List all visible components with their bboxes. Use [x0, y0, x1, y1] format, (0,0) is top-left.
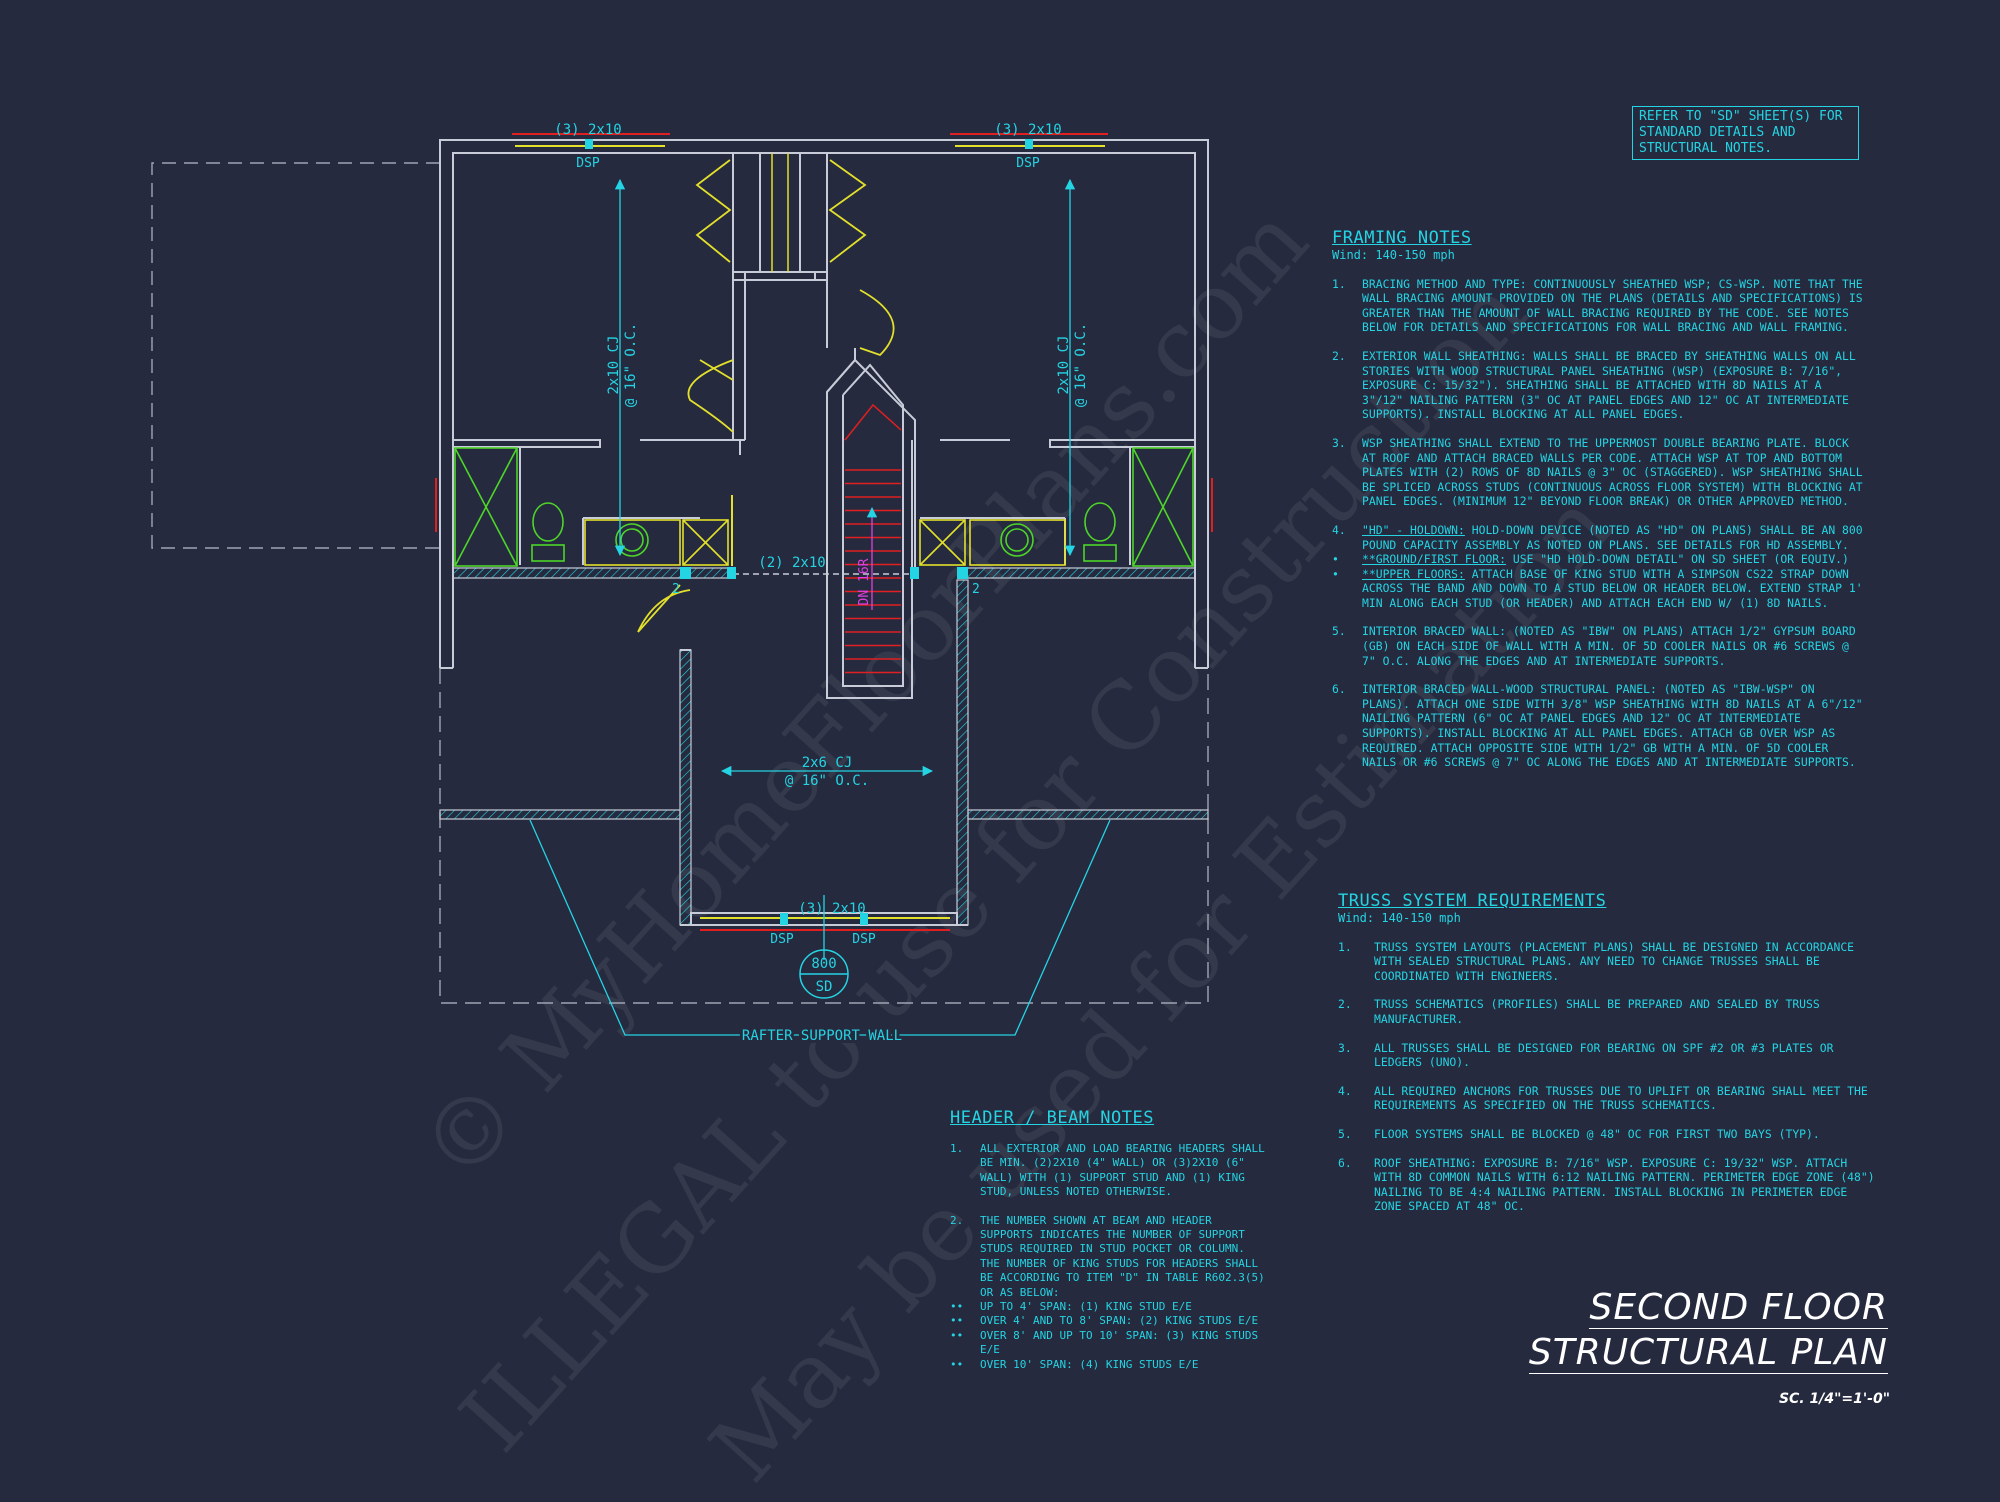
truss-notes-wind: Wind: 140-150 mph	[1338, 911, 1461, 925]
header-note-2: 2.THE NUMBER SHOWN AT BEAM AND HEADER SU…	[950, 1213, 1265, 1299]
truss-notes-title: TRUSS SYSTEM REQUIREMENTS	[1338, 891, 1607, 911]
stair-direction-label: DN 16R	[857, 558, 872, 605]
truss-notes: TRUSS SYSTEM REQUIREMENTS Wind: 140-150 …	[1338, 891, 1878, 1228]
floor-beam-band	[439, 567, 1209, 820]
framing-note-3: 3.WSP SHEATHING SHALL EXTEND TO THE UPPE…	[1332, 435, 1863, 509]
truss-note-6: 6.ROOF SHEATHING: EXPOSURE B: 7/16" WSP.…	[1338, 1155, 1875, 1214]
rafter-support-wall-label: RAFTER SUPPORT WALL	[742, 1028, 902, 1044]
framing-note-5: 5.INTERIOR BRACED WALL: (NOTED AS "IBW" …	[1332, 624, 1856, 668]
framing-note-6: 6.INTERIOR BRACED WALL-WOOD STRUCTURAL P…	[1332, 682, 1863, 770]
framing-note-4: 4."HD" - HOLDOWN: HOLD-DOWN DEVICE (NOTE…	[1332, 522, 1863, 552]
central-closets	[732, 153, 828, 455]
joist-label-center: 2x6 CJ	[802, 755, 853, 771]
framing-note-1: 1.BRACING METHOD AND TYPE: CONTINUOUSLY …	[1332, 276, 1863, 335]
stair-core	[826, 348, 916, 699]
dsp-label-right-top: DSP	[1016, 156, 1040, 171]
exterior-walls	[439, 139, 1209, 669]
interior-partitions	[453, 439, 1195, 565]
stud-count-left: 2	[672, 582, 680, 597]
support-posts	[680, 567, 968, 579]
joist-spacing-center: @ 16" O.C.	[785, 773, 869, 789]
header-beam-notes: HEADER / BEAM NOTES 1.ALL EXTERIOR AND L…	[950, 1108, 1270, 1372]
framing-bullet-1: •**GROUND/FIRST FLOOR: USE "HD HOLD-DOWN…	[1332, 552, 1849, 567]
truss-note-1: 1.TRUSS SYSTEM LAYOUTS (PLACEMENT PLANS)…	[1338, 939, 1855, 983]
hall-door-swing	[637, 584, 691, 633]
callout-top-text: 800	[811, 956, 836, 972]
sheet-title-line-1: SECOND FLOOR	[1589, 1287, 1888, 1329]
framing-notes: FRAMING NOTES Wind: 140-150 mph 1.BRACIN…	[1332, 228, 1866, 784]
refer-note-box: REFER TO "SD" SHEET(S) FOR STANDARD DETA…	[1632, 106, 1859, 160]
header-note-1: 1.ALL EXTERIOR AND LOAD BEARING HEADERS …	[950, 1142, 1265, 1199]
top-headers	[512, 133, 1108, 149]
dsp-post-bottom-right	[860, 913, 868, 925]
joist-label-left: 2x10 CJ	[606, 335, 622, 394]
framing-notes-title: FRAMING NOTES	[1332, 228, 1472, 248]
side-windows	[435, 478, 1213, 532]
bath-fixtures	[454, 447, 1194, 567]
section-callout: 800 SD	[799, 949, 849, 999]
truss-note-3: 3.ALL TRUSSES SHALL BE DESIGNED FOR BEAR…	[1338, 1040, 1834, 1070]
truss-note-2: 2.TRUSS SCHEMATICS (PROFILES) SHALL BE P…	[1338, 997, 1820, 1026]
framing-note-2: 2.EXTERIOR WALL SHEATHING: WALLS SHALL B…	[1332, 348, 1856, 422]
dashed-deck-outline	[151, 162, 440, 549]
joist-spacing-right: @ 16" O.C.	[1073, 323, 1089, 407]
header-label-bottom: (3) 2x10	[798, 901, 865, 917]
stair-winder	[844, 403, 902, 441]
stair-treads	[844, 403, 902, 674]
framing-notes-wind: Wind: 140-150 mph	[1332, 248, 1455, 262]
header-beam-notes-title: HEADER / BEAM NOTES	[950, 1108, 1154, 1128]
header-label-center: (2) 2x10	[758, 555, 825, 571]
dsp-label-bottom-right: DSP	[852, 932, 876, 947]
truss-note-5: 5.FLOOR SYSTEMS SHALL BE BLOCKED @ 48" O…	[1338, 1126, 1820, 1141]
dsp-post-bottom-left	[780, 913, 788, 925]
header-label-right-top: (3) 2x10	[994, 122, 1061, 138]
sheet-title-line-2: STRUCTURAL PLAN	[1528, 1332, 1888, 1374]
rafter-support-guides	[529, 819, 1111, 1036]
sheet-scale: SC. 1/4"=1'-0"	[1778, 1391, 1890, 1407]
header-label-left-top: (3) 2x10	[554, 122, 621, 138]
header-bullet-4: ••OVER 10' SPAN: (4) KING STUDS E/E	[950, 1357, 1199, 1371]
dsp-post-right-top	[1025, 139, 1033, 149]
stud-count-right: 2	[972, 582, 980, 597]
callout-bottom-text: SD	[816, 979, 833, 995]
joist-label-right: 2x10 CJ	[1056, 335, 1072, 394]
dsp-label-left-top: DSP	[576, 156, 600, 171]
lower-extension-room	[679, 579, 969, 931]
truss-note-4: 4.ALL REQUIRED ANCHORS FOR TRUSSES DUE T…	[1338, 1083, 1868, 1113]
header-bullet-1: ••UP TO 4' SPAN: (1) KING STUD E/E	[950, 1300, 1192, 1314]
dsp-label-bottom-left: DSP	[770, 932, 794, 947]
dsp-post-left-top	[585, 139, 593, 149]
header-bullet-2: ••OVER 4' AND TO 8' SPAN: (2) KING STUDS…	[950, 1314, 1259, 1328]
framing-bullet-2: •**UPPER FLOORS: ATTACH BASE OF KING STU…	[1332, 566, 1863, 610]
header-bullet-3: ••OVER 8' AND UP TO 10' SPAN: (3) KING S…	[950, 1328, 1259, 1357]
closet-doors	[687, 159, 895, 433]
joist-spacing-left: @ 16" O.C.	[623, 323, 639, 407]
